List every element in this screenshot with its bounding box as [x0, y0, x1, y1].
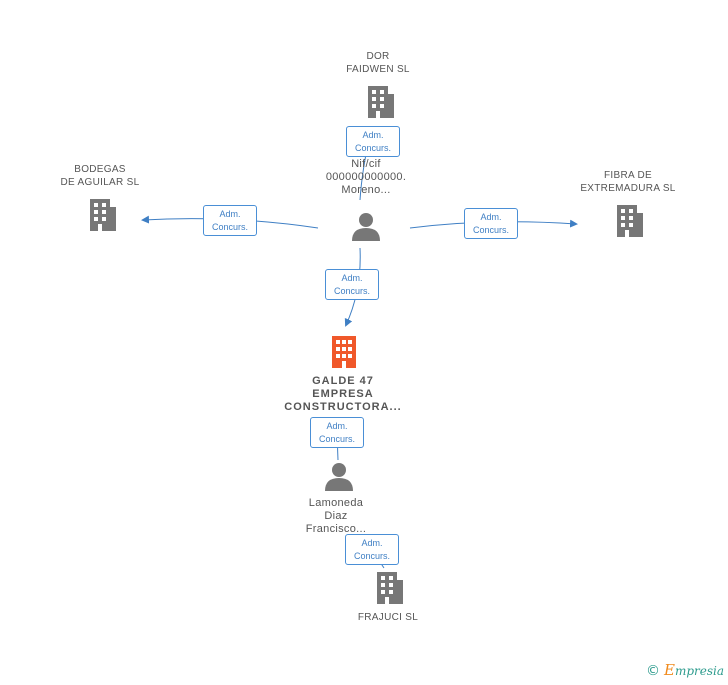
role-badge-lamoneda-galde[interactable]: Adm.Concurs. [310, 417, 364, 448]
person-icon[interactable] [350, 211, 382, 241]
brand-logo: ©Empresia [645, 661, 724, 679]
company-label-fibra[interactable]: FIBRA DE EXTREMADURA SL [580, 170, 676, 194]
copyright-icon: © [645, 663, 660, 679]
role-badge-dor[interactable]: Adm.Concurs. [346, 126, 400, 157]
role-badge-bodegas[interactable]: Adm.Concurs. [203, 205, 257, 236]
company-label-bodegas[interactable]: BODEGAS DE AGUILAR SL [60, 164, 140, 188]
person-label-center[interactable]: Nif/cif 000000000000. Moreno... [325, 158, 407, 196]
company-label-frajuci[interactable]: FRAJUCI SL [357, 612, 419, 623]
role-badge-galde[interactable]: Adm.Concurs. [325, 269, 379, 300]
person-icon[interactable] [323, 461, 355, 491]
building-icon[interactable] [328, 334, 360, 370]
building-icon[interactable] [86, 197, 118, 233]
company-label-dor[interactable]: DOR FAIDWEN SL [346, 51, 410, 75]
role-badge-frajuci[interactable]: Adm.Concurs. [345, 534, 399, 565]
building-icon[interactable] [364, 84, 396, 120]
building-icon[interactable] [613, 203, 645, 239]
person-label-lamoneda[interactable]: Lamoneda Diaz Francisco... [305, 497, 367, 535]
company-label-galde[interactable]: GALDE 47 EMPRESA CONSTRUCTORA... [284, 375, 402, 413]
role-badge-fibra[interactable]: Adm.Concurs. [464, 208, 518, 239]
building-icon[interactable] [373, 570, 405, 606]
